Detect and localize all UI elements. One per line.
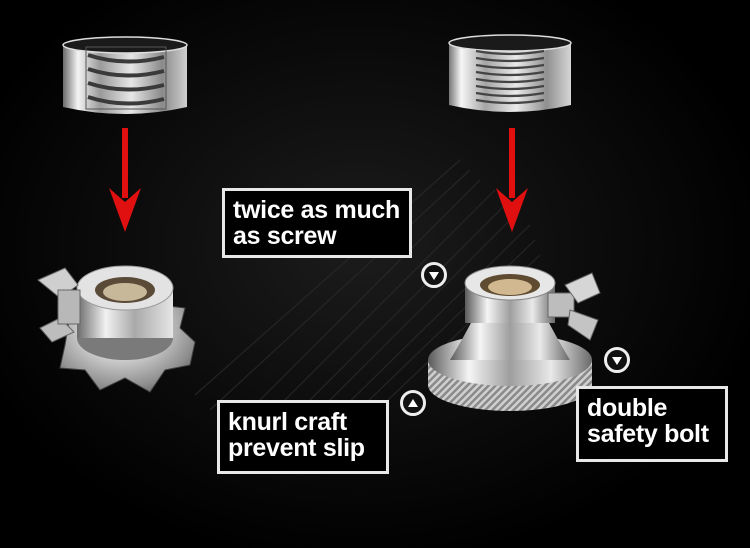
thread-sleeve-spiral bbox=[62, 36, 188, 114]
label-double-safety-bolt: double safety bolt bbox=[576, 386, 728, 462]
label-twice-as-much: twice as much as screw bbox=[222, 188, 412, 258]
triangle-up-icon bbox=[400, 390, 426, 416]
label-knurl-craft: knurl craft prevent slip bbox=[217, 400, 389, 474]
star-collar-product bbox=[37, 265, 196, 393]
arrow-down-icon bbox=[496, 128, 528, 232]
thread-sleeve-fine bbox=[448, 34, 572, 112]
arrow-down-icon bbox=[109, 128, 141, 232]
triangle-down-icon bbox=[421, 262, 447, 288]
triangle-down-icon bbox=[604, 347, 630, 373]
knurl-collar-product bbox=[428, 265, 601, 411]
